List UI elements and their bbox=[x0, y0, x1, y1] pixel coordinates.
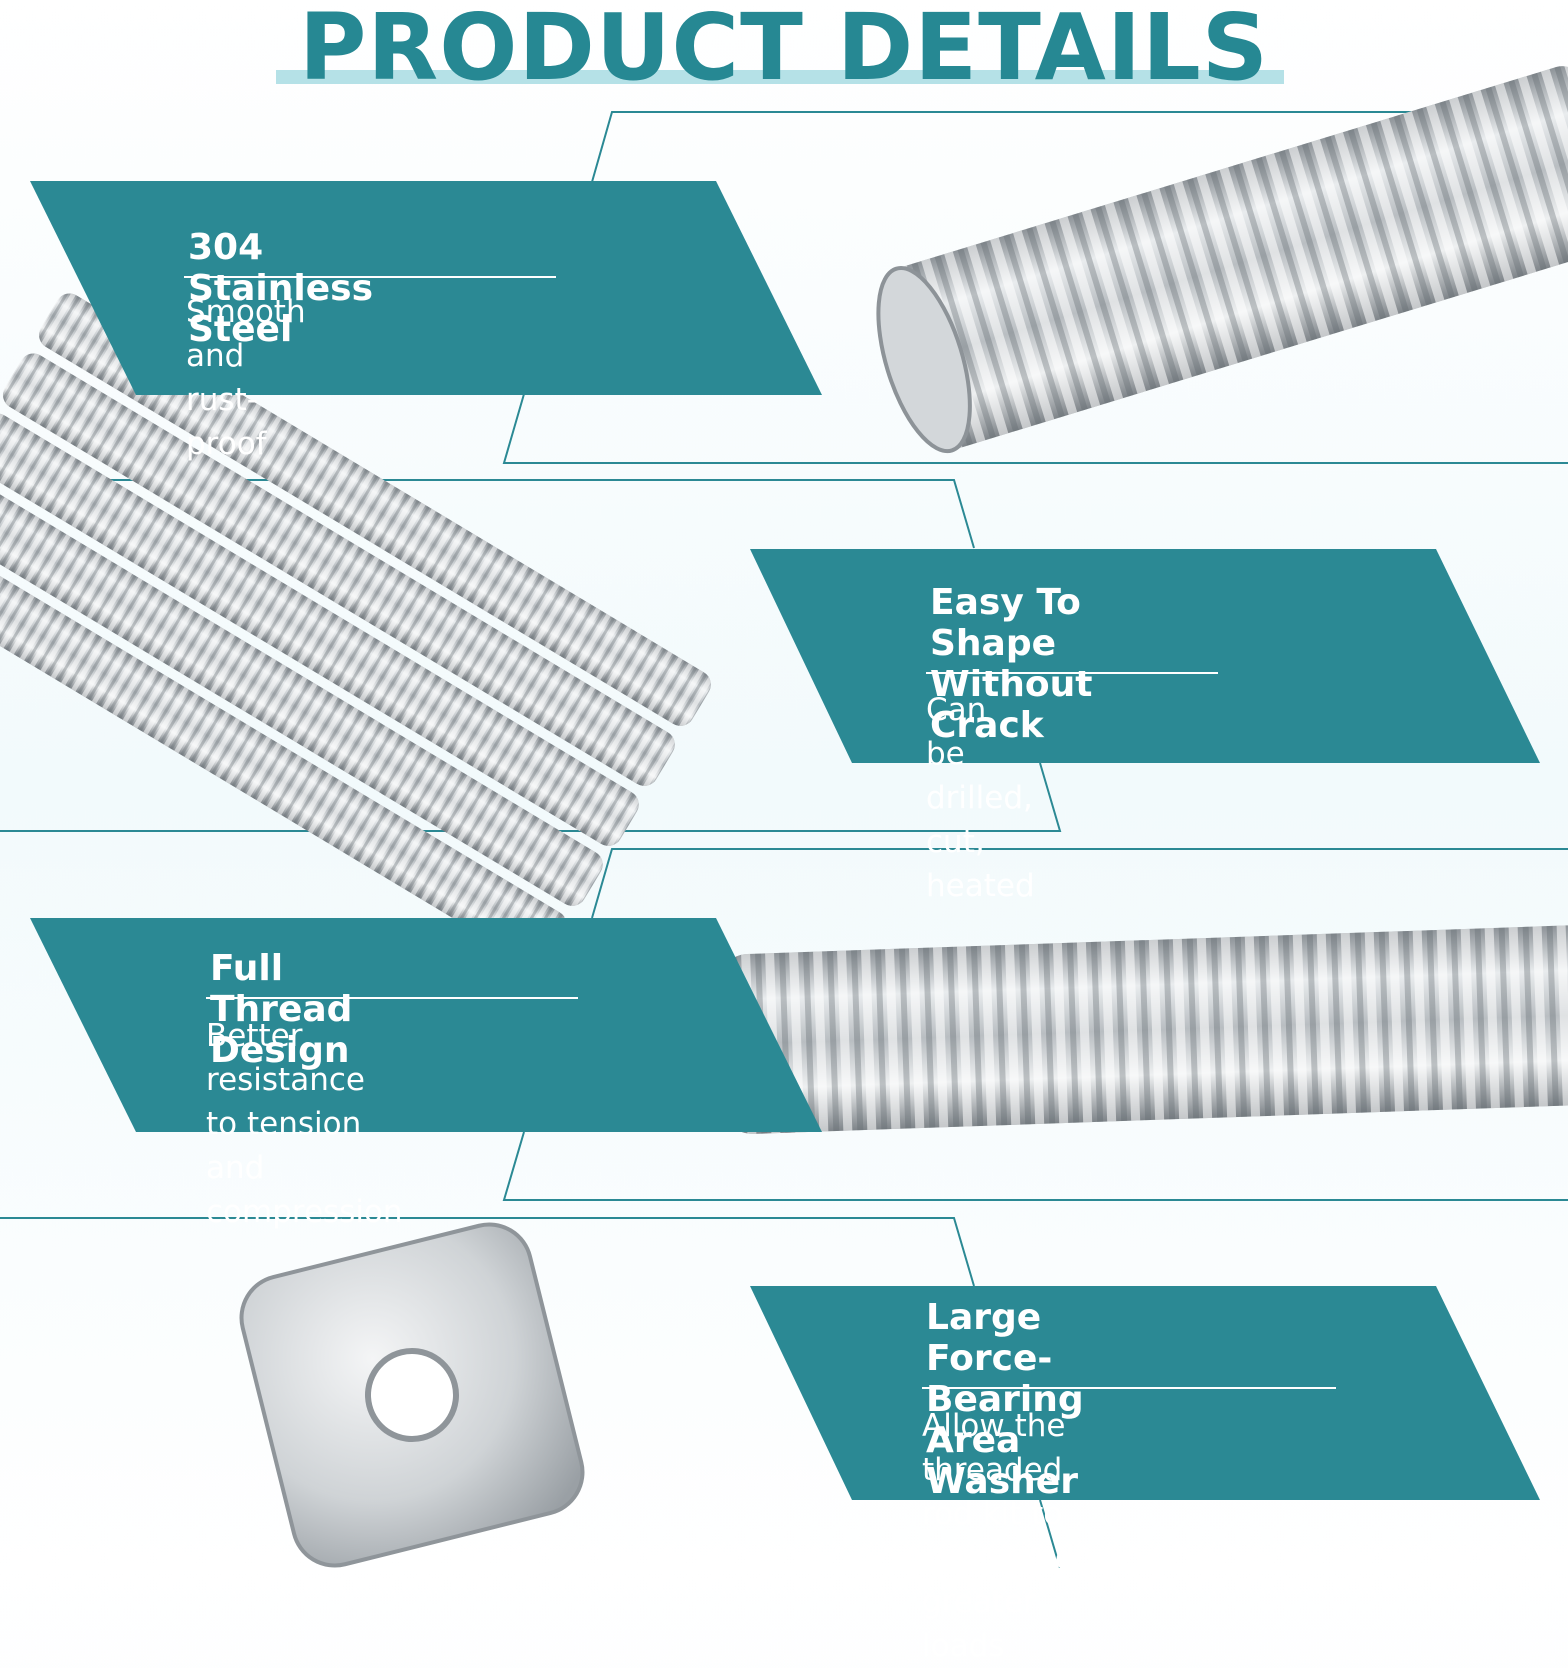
feature-4-heading: Large Force-Bearing Area Washer bbox=[926, 1297, 1084, 1502]
feature-2-heading: Easy To Shape Without Crack bbox=[930, 582, 1093, 746]
threaded-rod-bundle-image bbox=[0, 293, 711, 966]
feature-4-description: Allow the threaded rod kit to withstand … bbox=[922, 1408, 1075, 1664]
product-artwork bbox=[0, 66, 1568, 1568]
page-title: PRODUCT DETAILS bbox=[299, 0, 1269, 101]
feature-3-description: Better resistance to tension and compres… bbox=[206, 1018, 403, 1230]
frame-1 bbox=[502, 111, 1568, 464]
feature-panel-4 bbox=[750, 1286, 1540, 1500]
feature-2-description: Can be drilled, cut, heated bbox=[926, 692, 1035, 904]
square-washer-image bbox=[239, 1222, 585, 1568]
threaded-rod-end-closeup-image bbox=[876, 66, 1568, 454]
page-header: PRODUCT DETAILS bbox=[0, 0, 1568, 100]
frame-3 bbox=[502, 848, 1568, 1201]
feature-4-divider bbox=[922, 1387, 1336, 1389]
feature-panel-3 bbox=[30, 918, 822, 1132]
feature-1-description: Smooth and rust-proof bbox=[186, 294, 306, 462]
frame-4 bbox=[0, 1217, 1061, 1568]
threaded-rod-full-length-image bbox=[718, 925, 1568, 1134]
feature-3-heading: Full Thread Design bbox=[210, 948, 353, 1071]
feature-panel-2 bbox=[750, 549, 1540, 763]
feature-1-divider bbox=[184, 276, 556, 278]
feature-3-divider bbox=[206, 997, 578, 999]
feature-panel-1 bbox=[30, 181, 822, 395]
title-underline bbox=[276, 70, 1284, 84]
feature-1-heading: 304 Stainless Steel bbox=[188, 227, 374, 350]
feature-2-divider bbox=[926, 672, 1218, 674]
